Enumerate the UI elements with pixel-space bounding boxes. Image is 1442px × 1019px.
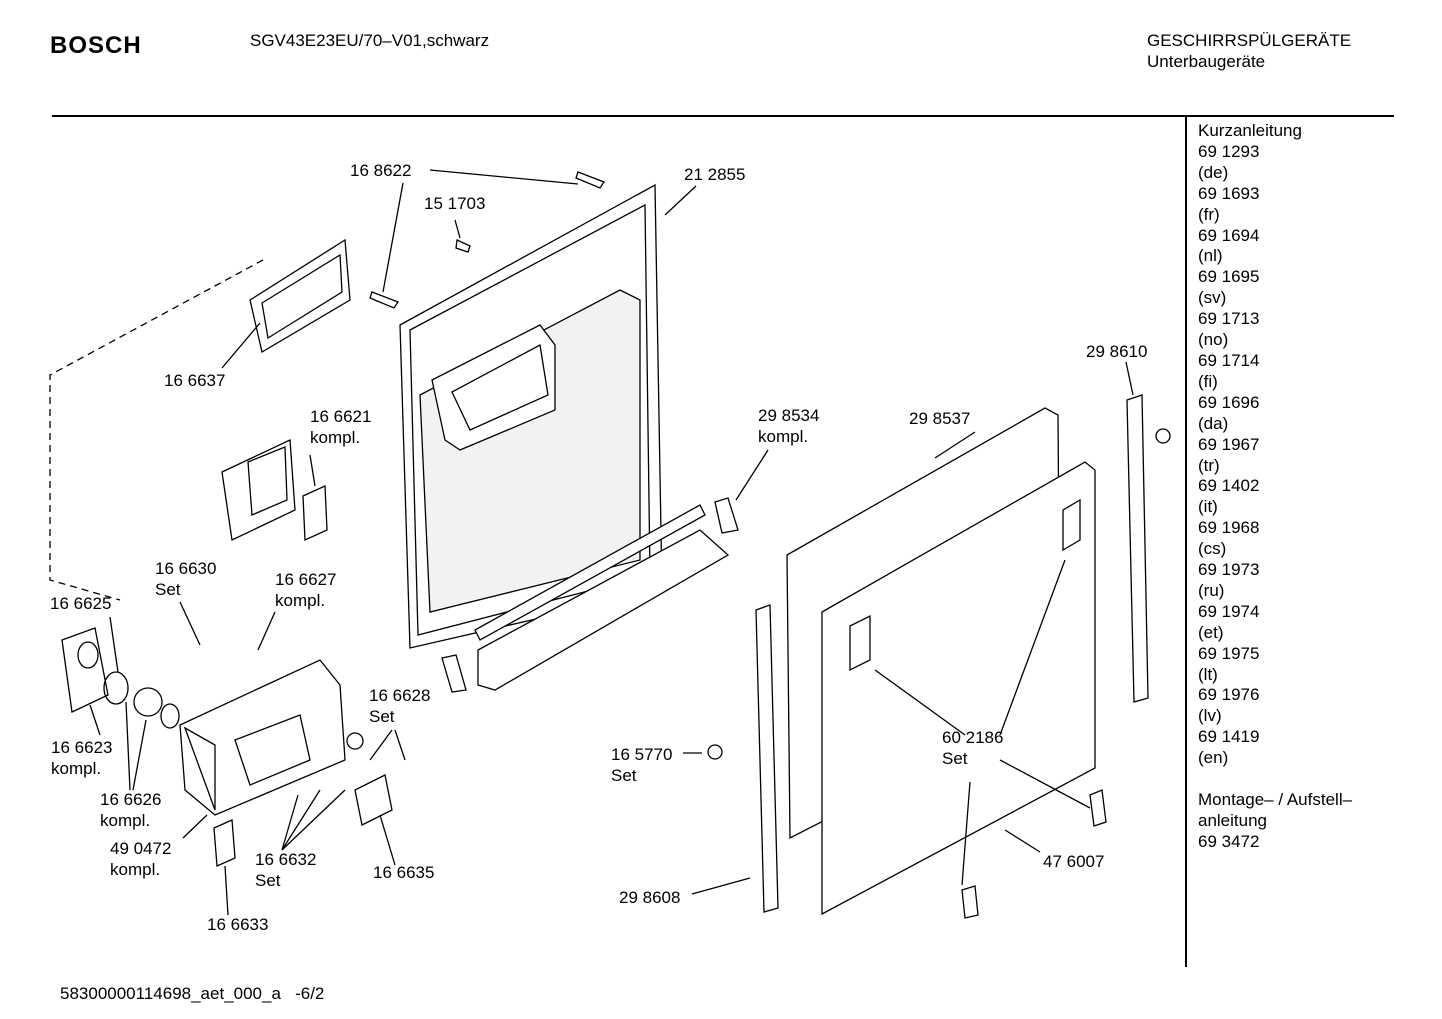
sidebar-entry: 69 1694 <box>1198 225 1260 245</box>
part-number-label: 16 6632 <box>255 850 317 869</box>
sidebar-entry: (ru) <box>1198 580 1225 600</box>
sidebar-entry: 69 1693 <box>1198 183 1260 203</box>
sidebar-entry: (fi) <box>1198 371 1218 391</box>
sidebar-entry: 69 1968 <box>1198 518 1260 538</box>
sidebar-entry: 69 1696 <box>1198 392 1260 412</box>
cap-part <box>707 744 723 760</box>
model-number: SGV43E23EU/70–V01,schwarz <box>250 31 490 50</box>
part-number-label: 16 6621 <box>310 407 372 426</box>
sidebar-entry: Montage– / Aufstell– <box>1198 790 1353 809</box>
sidebar-entry: 69 1419 <box>1198 727 1260 747</box>
part-number-label: 16 6633 <box>207 915 269 934</box>
part-number-label: kompl. <box>100 811 151 830</box>
sidebar-entry: 69 1695 <box>1198 267 1260 287</box>
part-number-label: 29 8610 <box>1086 342 1148 361</box>
sidebar-entry: 69 1402 <box>1198 476 1260 496</box>
part-number-label: kompl. <box>51 759 102 778</box>
part-number-label: 16 6628 <box>369 686 431 705</box>
handle-bar-part <box>474 504 730 691</box>
part-number-label: Set <box>369 707 395 726</box>
part-number-label: 49 0472 <box>110 839 172 858</box>
sidebar-entry: (tr) <box>1198 455 1220 475</box>
part-number-label: 21 2855 <box>684 165 746 184</box>
part-number-label: Set <box>255 871 281 890</box>
part-number-label: kompl. <box>275 591 326 610</box>
sidebar-entry: (it) <box>1198 497 1218 517</box>
leader-lines <box>89 169 1134 916</box>
part-number-label: 16 6625 <box>50 594 112 613</box>
part-number-label: 16 6627 <box>275 570 337 589</box>
sidebar-entry: (lv) <box>1198 706 1222 726</box>
hinge-bracket-part <box>213 497 1107 919</box>
sidebar-divider <box>1185 117 1187 967</box>
cap-part <box>1155 428 1171 444</box>
doc-id-text: 58300000114698_aet_000_a <box>60 984 281 1003</box>
sidebar-entry: 69 1976 <box>1198 685 1260 705</box>
dispenser-body-part <box>179 659 346 816</box>
subcategory-title: Unterbaugeräte <box>1147 52 1266 71</box>
sidebar-entry: (et) <box>1198 622 1224 642</box>
sidebar-entry: (da) <box>1198 413 1229 433</box>
detergent-housing-part <box>221 439 328 541</box>
part-number-label: 16 8622 <box>350 161 412 180</box>
sidebar-entry: (cs) <box>1198 539 1227 559</box>
part-number-label: 29 8608 <box>619 888 681 907</box>
part-number-label: kompl. <box>310 428 361 447</box>
sidebar-entry: 69 1967 <box>1198 434 1260 454</box>
part-number-label: Set <box>155 580 181 599</box>
window-frame-part <box>249 238 351 354</box>
inner-door-panel <box>399 183 663 649</box>
part-number-label: kompl. <box>758 427 809 446</box>
seal-ring-part <box>103 671 180 729</box>
part-number-label: 16 6623 <box>51 738 113 757</box>
part-number-label: 15 1703 <box>424 194 486 213</box>
part-number-label: 16 6635 <box>373 863 435 882</box>
sidebar-entry: 69 1973 <box>1198 560 1260 580</box>
sidebar-entry: (no) <box>1198 330 1229 350</box>
part-number-label: 29 8534 <box>758 406 820 425</box>
part-number-label: 29 8537 <box>909 409 971 428</box>
cover-flap-part <box>61 627 109 713</box>
header-rule <box>52 115 1394 117</box>
part-number-label: kompl. <box>110 860 161 879</box>
screw-icon <box>369 171 605 309</box>
dashed-guide-line <box>49 259 264 601</box>
o-ring-part <box>346 732 364 750</box>
part-number-label: 16 5770 <box>611 745 673 764</box>
part-number-label: Set <box>942 749 968 768</box>
part-number-label: 47 6007 <box>1043 852 1105 871</box>
part-number-label: Set <box>611 766 637 785</box>
sidebar-entry: (lt) <box>1198 664 1218 684</box>
part-number-label: 16 6630 <box>155 559 217 578</box>
part-number-label: 16 6637 <box>164 371 226 390</box>
sidebar-entry: Kurzanleitung <box>1198 121 1302 140</box>
document-id: 58300000114698_aet_000_a -6/2 <box>60 983 324 1004</box>
sidebar-entry: (nl) <box>1198 246 1223 266</box>
sidebar-entry: (sv) <box>1198 288 1227 308</box>
category-title: GESCHIRRSPÜLGERÄTE <box>1147 31 1352 50</box>
sidebar-entry: (fr) <box>1198 204 1220 224</box>
sidebar-entry: (en) <box>1198 748 1229 768</box>
sidebar-entry: 69 1974 <box>1198 601 1260 621</box>
sidebar-entry: 69 1714 <box>1198 350 1260 370</box>
sidebar-entry: (de) <box>1198 162 1229 182</box>
part-number-label: 60 2186 <box>942 728 1004 747</box>
sidebar-entry: 69 1975 <box>1198 643 1260 663</box>
page-ref: -6/2 <box>295 984 325 1003</box>
brand-logo: BOSCH <box>50 32 142 59</box>
sidebar-entry: anleitung <box>1198 810 1268 830</box>
outer-door-panel <box>786 407 1096 916</box>
sidebar-entry: 69 1713 <box>1198 309 1260 329</box>
side-strip-part <box>755 394 1149 913</box>
sidebar-entry: 69 3472 <box>1198 831 1260 851</box>
sidebar-entry: 69 1293 <box>1198 141 1260 161</box>
part-number-label: 16 6626 <box>100 790 162 809</box>
